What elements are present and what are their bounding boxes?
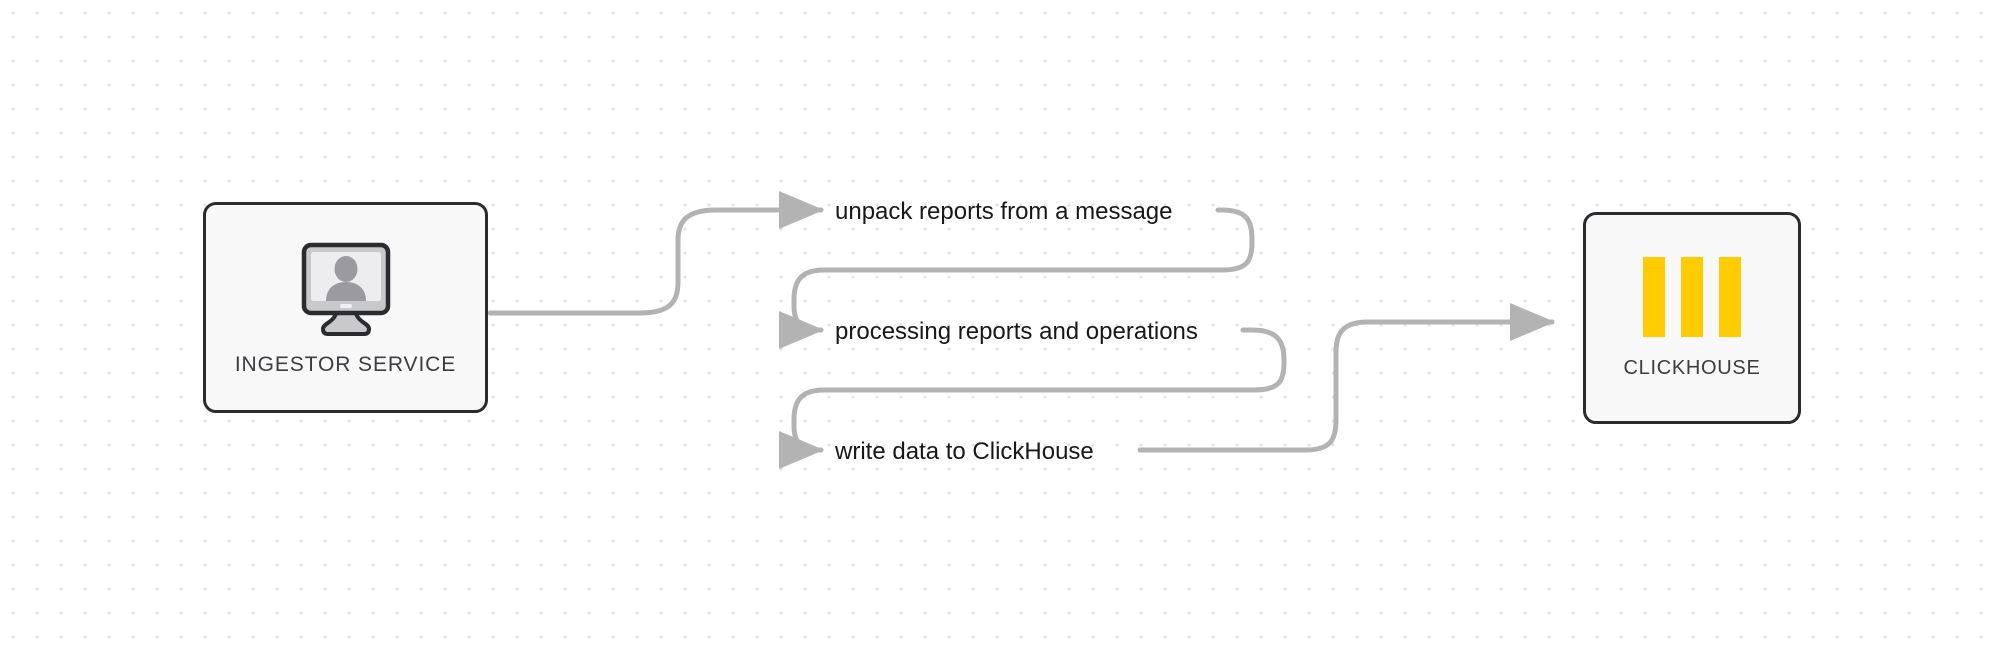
edge-path-1 [487,191,825,316]
clickhouse-bar-3 [1719,256,1741,337]
clickhouse-logo-icon [1643,256,1741,337]
edge-label-write-data: write data to ClickHouse [835,438,1094,465]
edge-label-processing-reports: processing reports and operations [835,318,1198,345]
edge-path-2 [778,207,1255,349]
node-ingestor-service[interactable]: INGESTOR SERVICE [203,202,488,413]
node-clickhouse-label: CLICKHOUSE [1623,356,1761,379]
edge-label-unpack-reports: unpack reports from a message [835,198,1173,225]
monitor-user-icon [301,242,390,336]
node-clickhouse[interactable]: CLICKHOUSE [1583,212,1801,424]
edge-path-3 [778,327,1287,469]
edge-path-4 [1137,303,1556,453]
clickhouse-bar-1 [1643,256,1665,337]
node-ingestor-label: INGESTOR SERVICE [234,352,457,376]
clickhouse-bar-2 [1681,256,1703,337]
